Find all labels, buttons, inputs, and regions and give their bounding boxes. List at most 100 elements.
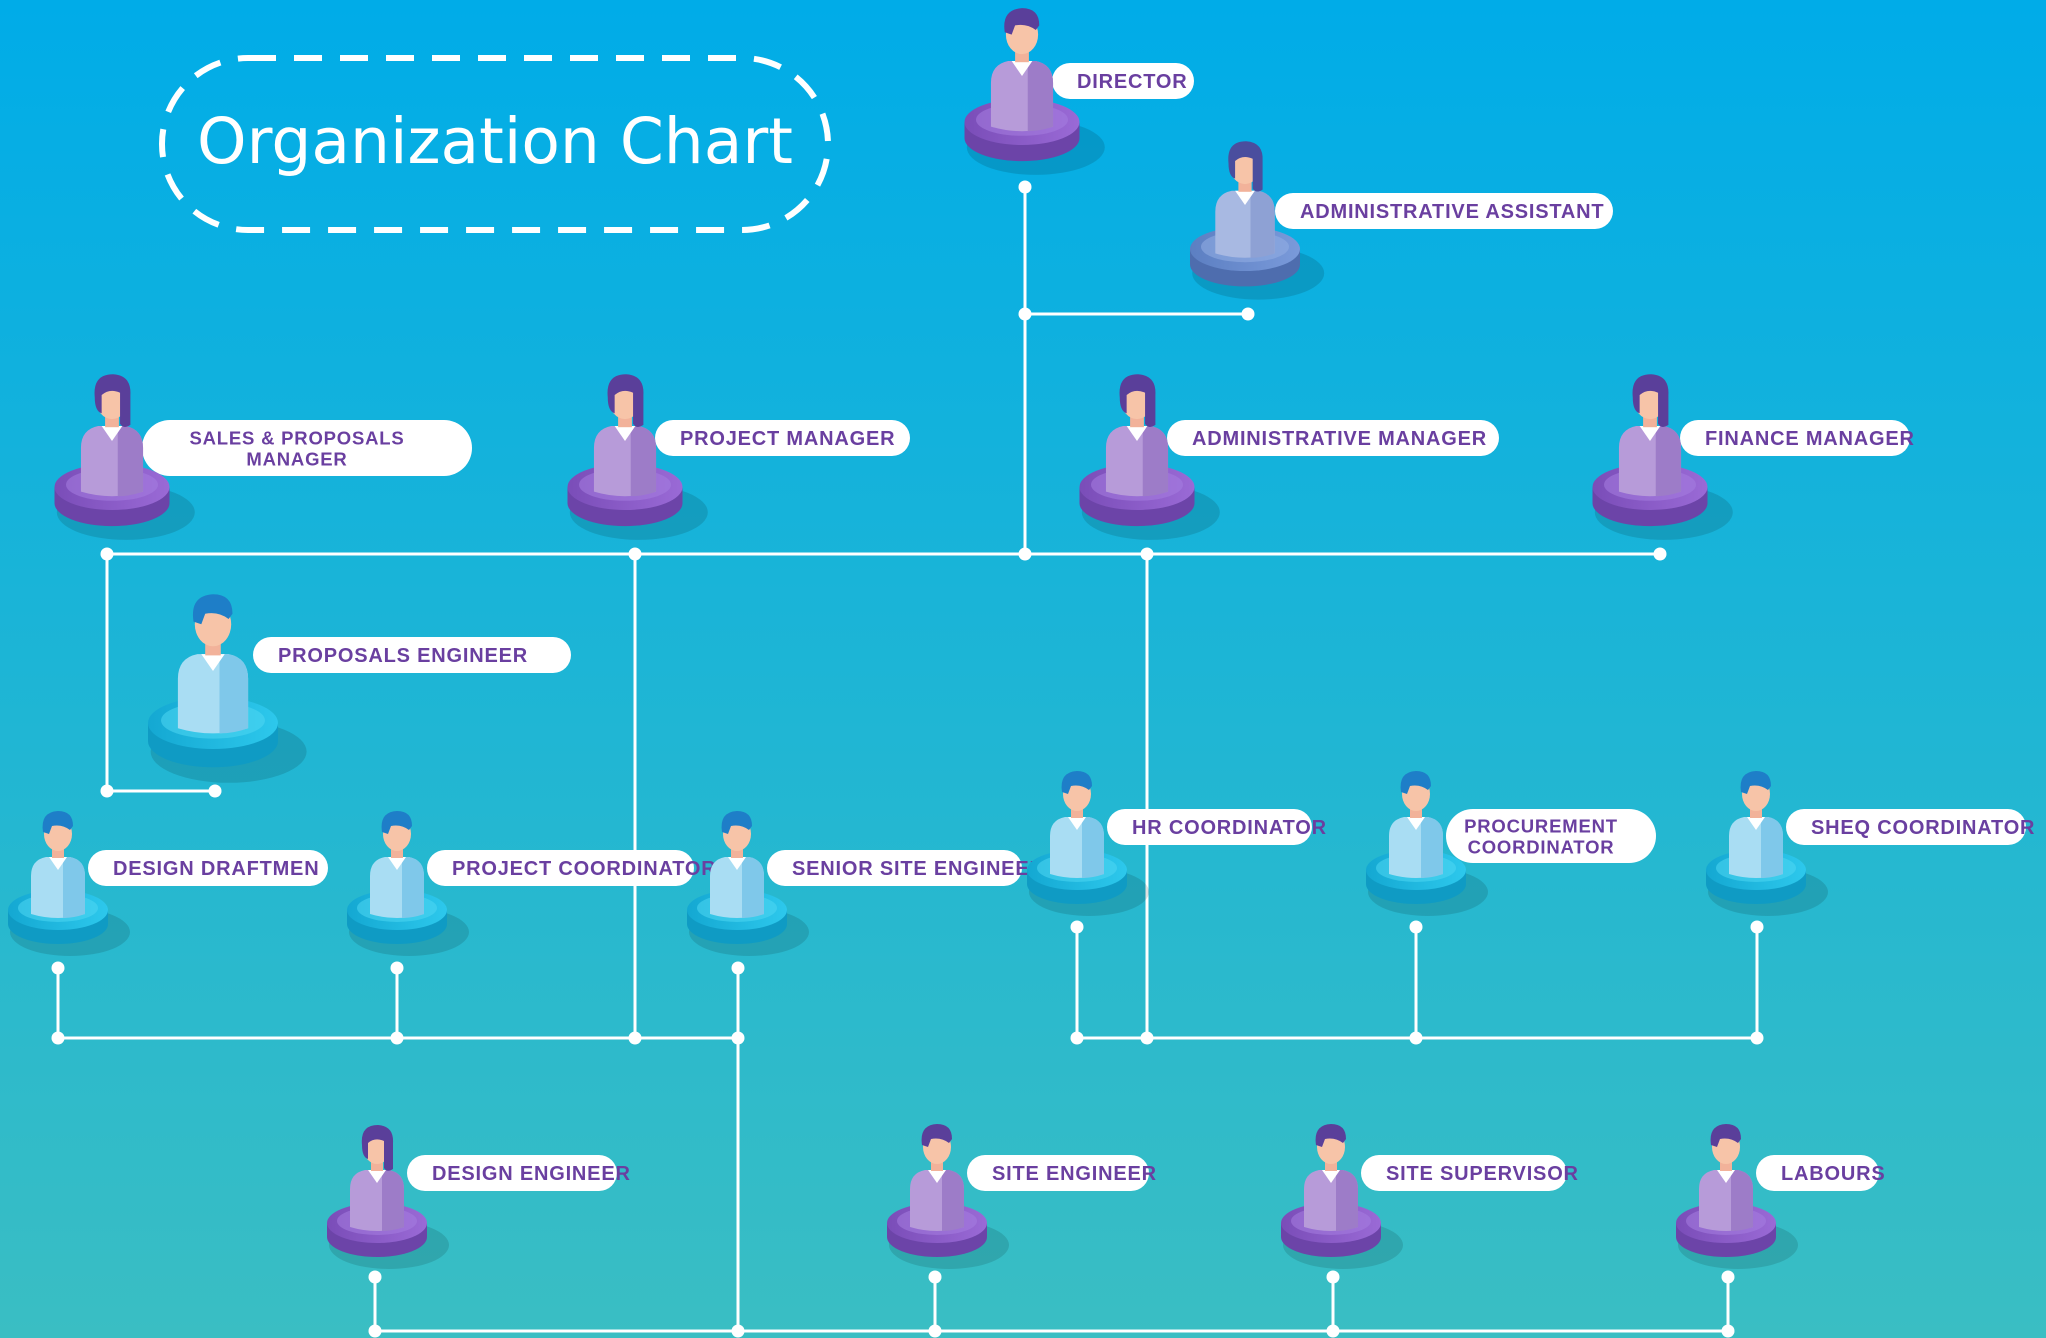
collar: [1717, 1170, 1735, 1183]
connector-dot: [51, 1031, 65, 1045]
title-badge: Organization Chart: [159, 55, 831, 233]
person-avatar: [887, 1124, 1009, 1269]
person-avatar: [1281, 1124, 1403, 1269]
title-dashed-border: [159, 55, 831, 233]
person-avatar: [1190, 141, 1325, 300]
connector-dot: [1018, 547, 1032, 561]
org-node-administrative-manager: ADMINISTRATIVE MANAGER: [1079, 374, 1499, 540]
org-node-proposals-engineer: PROPOSALS ENGINEER: [148, 594, 571, 783]
org-node-site-supervisor: SITE SUPERVISOR: [1281, 1124, 1578, 1269]
connector-dot: [1409, 920, 1423, 934]
collar: [1126, 426, 1148, 441]
connector-dot: [51, 961, 65, 975]
connector-dot: [1070, 1031, 1084, 1045]
position-label-text: FINANCE MANAGER: [1705, 428, 1915, 450]
connector-dot: [1070, 920, 1084, 934]
position-label-text: COORDINATOR: [1468, 837, 1615, 858]
org-node-sheq-coordinator: SHEQ COORDINATOR: [1706, 771, 2035, 916]
connector-dot: [731, 1324, 745, 1338]
connector-dot: [208, 784, 222, 798]
label-pill: [1361, 1155, 1567, 1191]
collar: [928, 1170, 946, 1183]
connector-dot: [1018, 180, 1032, 194]
org-node-design-engineer: DESIGN ENGINEER: [327, 1125, 631, 1269]
org-node-site-engineer: SITE ENGINEER: [887, 1124, 1157, 1269]
person-avatar: [1366, 771, 1488, 916]
hair: [94, 374, 131, 427]
position-label-text: HR COORDINATOR: [1132, 817, 1327, 839]
hair: [1740, 771, 1771, 794]
connector-dot: [1653, 547, 1667, 561]
collar: [101, 426, 123, 441]
position-label-text: PROJECT MANAGER: [680, 428, 895, 450]
position-label-text: SALES & PROPOSALS: [189, 428, 404, 449]
connector-dot: [1018, 307, 1032, 321]
position-label-text: ADMINISTRATIVE MANAGER: [1192, 428, 1487, 450]
collar: [201, 654, 225, 671]
collar: [614, 426, 636, 441]
hair: [1315, 1124, 1346, 1147]
person-avatar: [1079, 374, 1220, 540]
org-node-hr-coordinator: HR COORDINATOR: [1027, 771, 1327, 916]
hair: [721, 811, 752, 834]
connector-dot: [1721, 1270, 1735, 1284]
position-label-text: ADMINISTRATIVE ASSISTANT: [1300, 201, 1604, 223]
org-node-project-manager: PROJECT MANAGER: [567, 374, 910, 540]
person-avatar: [687, 811, 809, 956]
connector-dot: [368, 1324, 382, 1338]
label-pill: [1756, 1155, 1879, 1191]
position-label-text: PROCUREMENT: [1464, 816, 1618, 837]
label-pill: [1275, 193, 1613, 229]
org-node-senior-site-engineer: SENIOR SITE ENGINEER: [687, 811, 1045, 956]
connector-dot: [628, 1031, 642, 1045]
person-avatar: [8, 811, 130, 956]
label-pill: [1107, 809, 1312, 845]
label-pill: [253, 637, 571, 673]
connector-dot: [928, 1270, 942, 1284]
person-avatar: [964, 8, 1105, 175]
connector-dot: [1326, 1270, 1340, 1284]
connector-lines: [51, 180, 1764, 1338]
connector-dot: [1241, 307, 1255, 321]
connector-dot: [1750, 1031, 1764, 1045]
collar: [1011, 61, 1033, 76]
hair: [1632, 374, 1669, 427]
position-label-text: PROJECT COORDINATOR: [452, 858, 716, 880]
connector-dot: [1140, 1031, 1154, 1045]
connector-dot: [100, 547, 114, 561]
position-label-text: MANAGER: [246, 449, 347, 470]
person-avatar: [1706, 771, 1828, 916]
connector-dot: [1326, 1324, 1340, 1338]
hair: [921, 1124, 952, 1147]
label-pill: [1680, 420, 1910, 456]
position-label-text: DESIGN DRAFTMEN: [113, 858, 319, 880]
collar: [1639, 426, 1661, 441]
label-pill: [655, 420, 910, 456]
connector-dot: [1750, 920, 1764, 934]
hair: [607, 374, 644, 427]
position-label-text: SITE ENGINEER: [992, 1163, 1157, 1185]
hair: [381, 811, 412, 834]
connector-dot: [731, 1031, 745, 1045]
org-node-project-coordinator: PROJECT COORDINATOR: [347, 811, 716, 956]
position-label-text: SHEQ COORDINATOR: [1811, 817, 2035, 839]
person-avatar: [347, 811, 469, 956]
position-label-text: DESIGN ENGINEER: [432, 1163, 631, 1185]
connector-dot: [731, 961, 745, 975]
org-node-administrative-assistant: ADMINISTRATIVE ASSISTANT: [1190, 141, 1613, 300]
position-label-text: SENIOR SITE ENGINEER: [792, 858, 1045, 880]
collar: [388, 857, 406, 870]
person-avatar: [54, 374, 195, 540]
label-pill: [1052, 63, 1194, 99]
connector-dot: [1409, 1031, 1423, 1045]
connector-dot: [368, 1270, 382, 1284]
hair: [1400, 771, 1431, 794]
position-label-text: LABOURS: [1781, 1163, 1886, 1185]
hair: [192, 594, 233, 625]
hair: [1061, 771, 1092, 794]
hair: [1119, 374, 1156, 427]
hair: [1004, 8, 1040, 35]
connector-dot: [1721, 1324, 1735, 1338]
